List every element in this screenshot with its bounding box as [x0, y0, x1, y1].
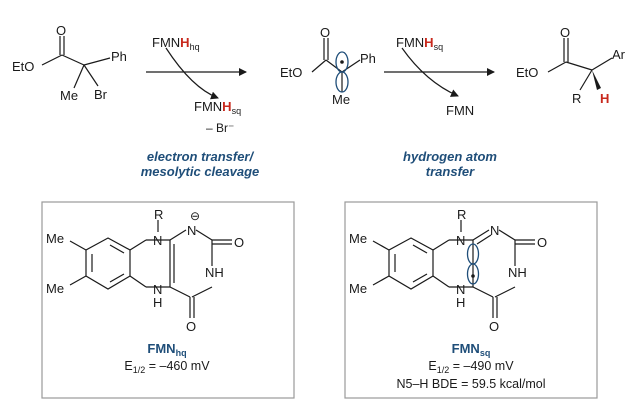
nitrogen-label: N [187, 223, 197, 238]
ester-label: EtO [12, 59, 35, 74]
oxygen-label: O [234, 235, 245, 250]
bromide-byproduct: – Br⁻ [206, 121, 235, 135]
oxygen-label: O [186, 319, 197, 334]
reagent-fmnhhq: FMNHhq [152, 35, 200, 52]
fmn-hq-title: FMNhq [147, 341, 187, 358]
r-group-label: R [154, 207, 164, 222]
hydrogen-label: H [456, 295, 466, 310]
curved-arrow-1 [165, 47, 219, 100]
reagent-fmnhsq: FMNHsq [396, 35, 444, 52]
fmn-hq-potential: E1/2 = –460 mV [124, 359, 210, 375]
fmn-sq-bde: N5–H BDE = 59.5 kcal/mol [396, 377, 546, 391]
methyl-label: Me [60, 88, 79, 103]
phenyl-label: Ph [111, 49, 127, 64]
nitrogen-label: N [153, 282, 163, 297]
fmn-sq-title: FMNsq [451, 341, 491, 358]
oxygen-label: O [489, 319, 500, 334]
oxygen-label: O [537, 235, 548, 250]
radical-dot [471, 274, 475, 278]
nh-label: NH [508, 265, 527, 280]
oxygen-label: O [560, 25, 571, 40]
reagent-fmnhsq: FMNHsq [194, 99, 242, 116]
nitrogen-label: N [456, 233, 466, 248]
bromo-label: Br [94, 87, 107, 102]
product-molecule [547, 38, 613, 91]
methyl-label: Me [46, 231, 65, 246]
nitrogen-label: N [456, 282, 466, 297]
methyl-label: Me [349, 281, 368, 296]
substrate-molecule [41, 36, 111, 89]
p-orbital-icon [335, 51, 349, 93]
flavin-sq-structure [372, 220, 535, 318]
negative-charge-icon: ⊖ [190, 209, 201, 223]
aryl-label: Ar [612, 47, 625, 62]
ester-label: EtO [516, 65, 539, 80]
wedge-bond [592, 70, 601, 90]
fmn-sq-box [344, 201, 598, 399]
nh-label: NH [205, 265, 224, 280]
phenyl-label: Ph [360, 51, 376, 66]
hydrogen-label: H [600, 91, 610, 106]
methyl-label: Me [332, 92, 351, 107]
flavin-hq-structure [69, 220, 232, 318]
methyl-label: Me [349, 231, 368, 246]
r-group-label: R [457, 207, 467, 222]
nitrogen-label: N [490, 223, 500, 238]
caption-electron-transfer: electron transfer/mesolytic cleavage [140, 149, 260, 179]
oxygen-label: O [320, 25, 331, 40]
oxygen-label: O [56, 23, 67, 38]
nitrogen-label: N [153, 233, 163, 248]
curved-arrow-2 [401, 47, 459, 97]
r-group-label: R [572, 91, 582, 106]
fmn-byproduct: FMN [446, 103, 475, 118]
fmn-sq-potential: E1/2 = –490 mV [428, 359, 514, 375]
fmn-hq-box [41, 201, 295, 399]
ester-label: EtO [280, 65, 303, 80]
radical-dot [340, 60, 344, 64]
methyl-label: Me [46, 281, 65, 296]
hydrogen-label: H [153, 295, 163, 310]
p-orbital-icon [466, 243, 480, 285]
